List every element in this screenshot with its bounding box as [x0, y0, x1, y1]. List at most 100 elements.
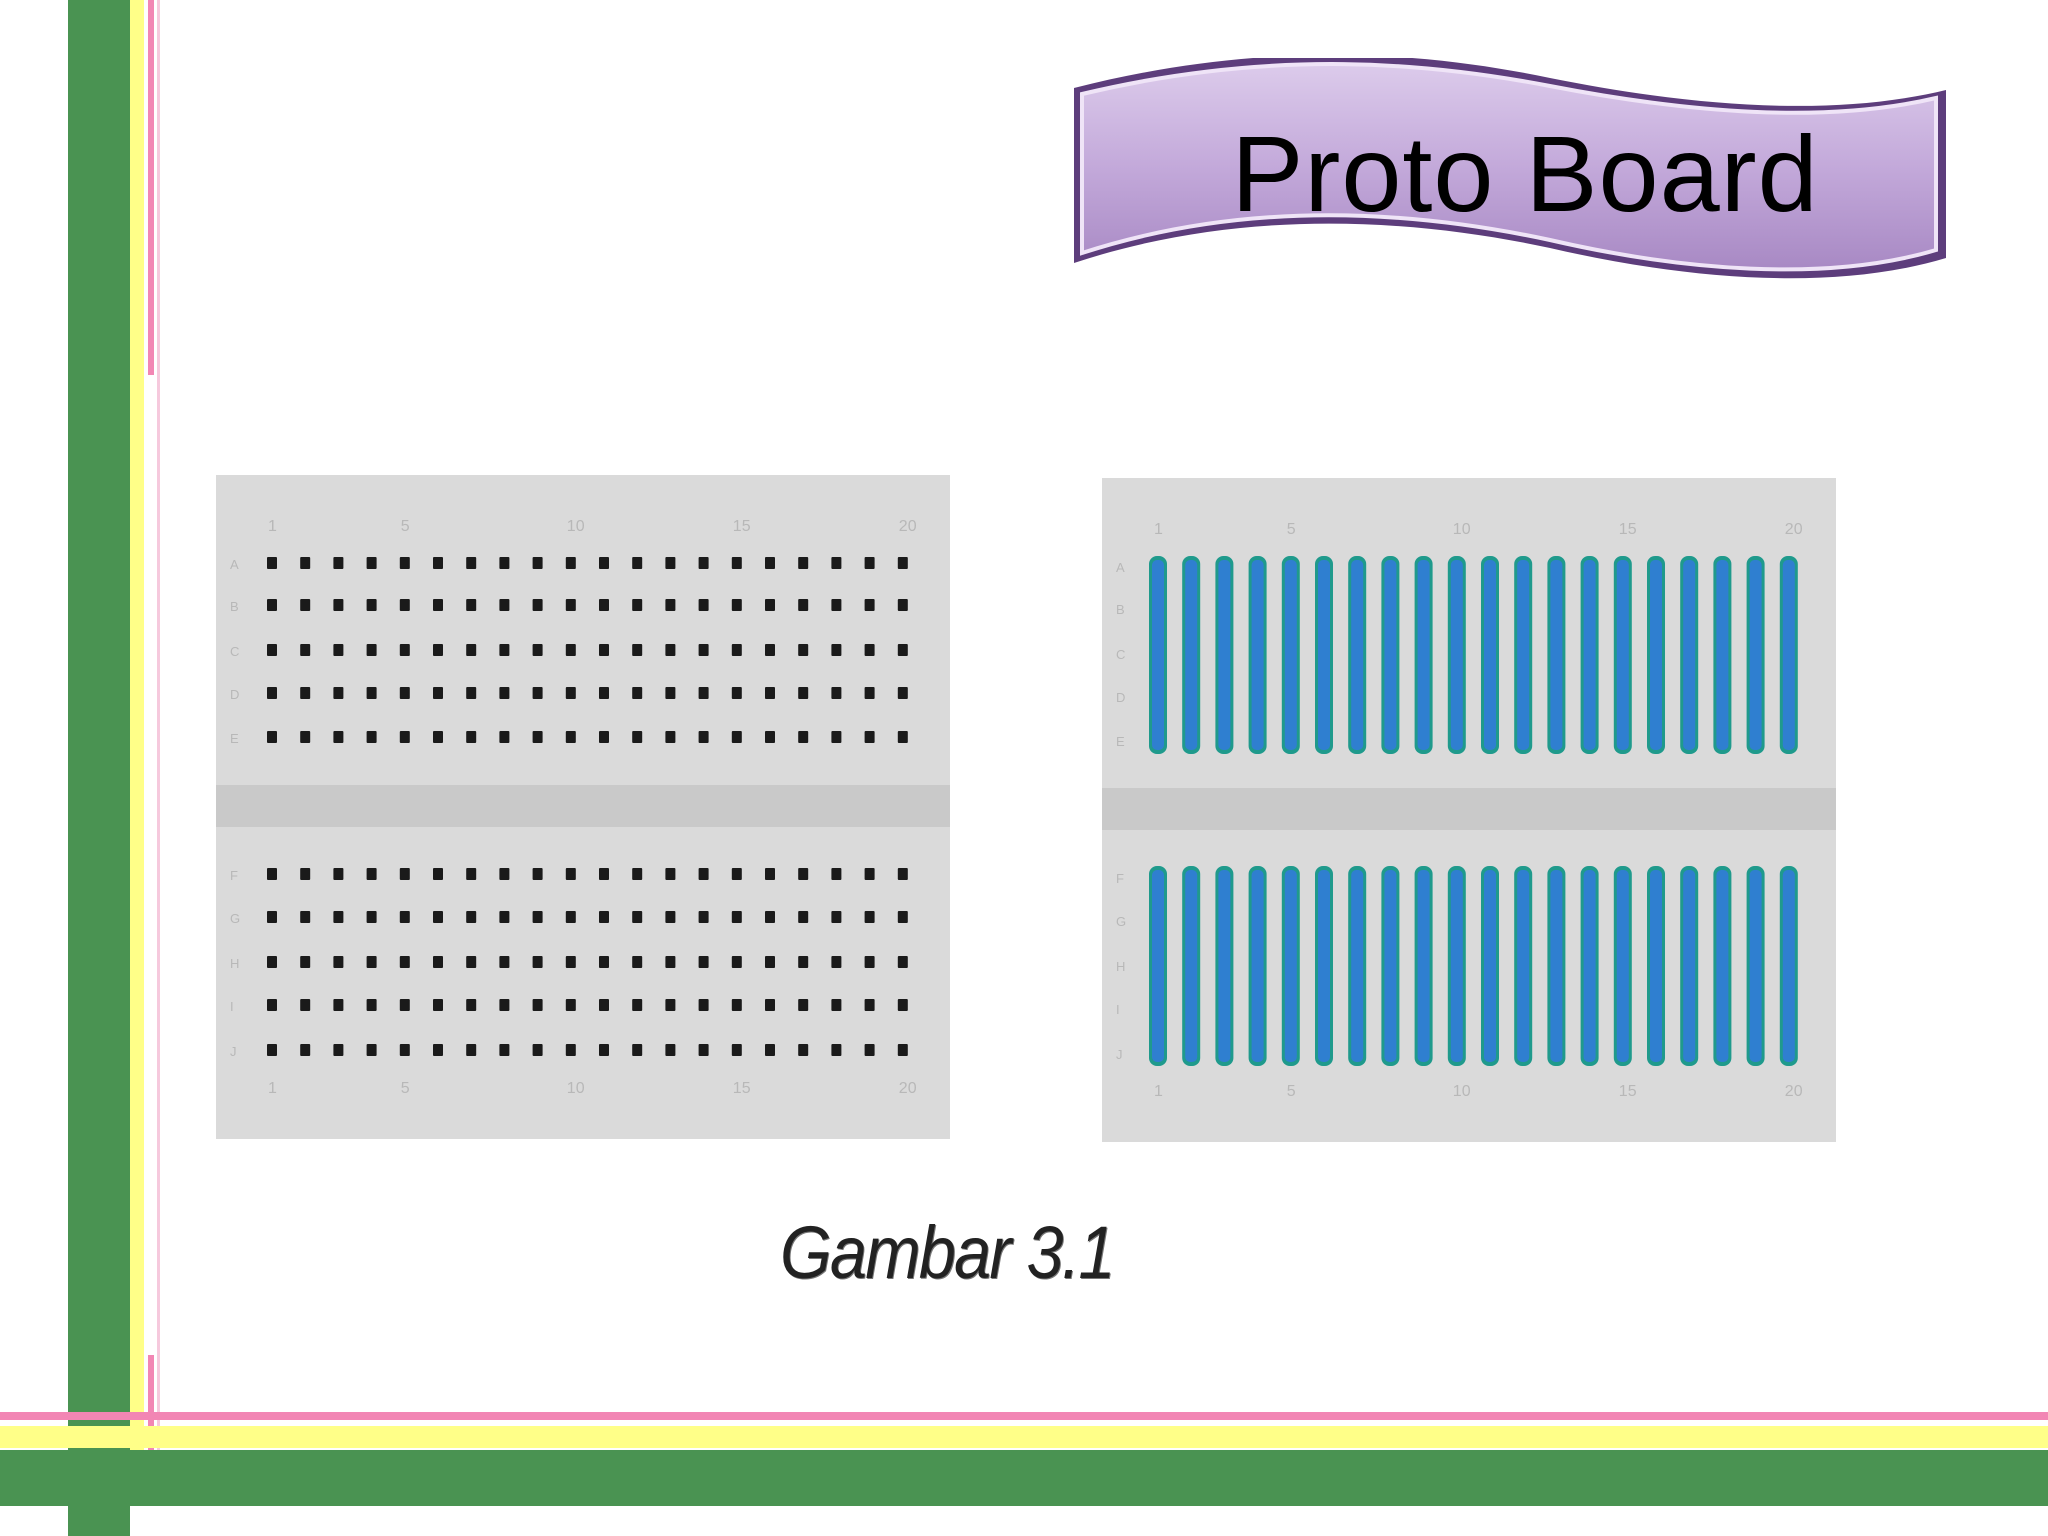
connection-strip [1318, 870, 1330, 1062]
breadboard-hole [399, 956, 410, 968]
breadboard-hole [698, 687, 709, 699]
breadboard-hole [532, 644, 543, 656]
breadboard-hole [565, 1044, 576, 1056]
breadboard-hole [300, 911, 311, 923]
breadboard-hole [831, 911, 842, 923]
breadboard-hole [632, 644, 643, 656]
breadboard-hole [532, 557, 543, 569]
breadboard-hole [831, 687, 842, 699]
breadboard-hole [665, 731, 676, 743]
frame-left-line [157, 0, 160, 1536]
connection-strip [1284, 560, 1297, 750]
breadboard-hole [731, 599, 742, 611]
breadboard-hole [665, 1044, 676, 1056]
breadboard-hole [300, 956, 311, 968]
breadboard-hole [831, 599, 842, 611]
breadboard-hole [366, 599, 377, 611]
connection-strip [1550, 870, 1563, 1062]
breadboard-hole [565, 644, 576, 656]
breadboard-hole [499, 687, 510, 699]
breadboard-hole [831, 956, 842, 968]
breadboard-hole [864, 557, 875, 569]
column-label-top: 1 [1154, 521, 1163, 538]
breadboard-hole [300, 557, 311, 569]
breadboard-hole [765, 644, 775, 656]
column-label-bottom: 20 [1785, 1083, 1803, 1100]
breadboard-hole [267, 1044, 277, 1056]
column-label-bottom: 10 [1453, 1083, 1471, 1100]
breadboard-hole [698, 599, 709, 611]
breadboard-hole [731, 1044, 742, 1056]
connection-strip [1484, 560, 1496, 750]
breadboard-hole [897, 557, 908, 569]
breadboard-hole [399, 999, 410, 1011]
column-label-top: 20 [899, 518, 917, 535]
connection-strip [1650, 870, 1662, 1062]
breadboard-hole [300, 731, 311, 743]
breadboard-hole [300, 644, 311, 656]
row-label: J [230, 1044, 237, 1059]
connection-strip [1152, 560, 1164, 750]
breadboard-hole [665, 999, 676, 1011]
breadboard-hole [433, 911, 443, 923]
breadboard-hole [466, 557, 477, 569]
connection-strip [1218, 560, 1231, 750]
connection-strip [1417, 870, 1430, 1062]
breadboard-hole [798, 599, 809, 611]
breadboard-hole [466, 731, 477, 743]
row-label: B [230, 599, 239, 614]
breadboard-hole [599, 557, 609, 569]
row-label: G [230, 911, 240, 926]
breadboard-hole [267, 956, 277, 968]
column-label-top: 15 [733, 518, 751, 535]
column-label-top: 10 [567, 518, 585, 535]
breadboard-hole [798, 956, 809, 968]
breadboard-hole [599, 911, 609, 923]
breadboard-hole [433, 999, 443, 1011]
breadboard-hole [831, 557, 842, 569]
breadboard-hole [897, 1044, 908, 1056]
breadboard-hole [632, 599, 643, 611]
breadboard-hole [698, 731, 709, 743]
breadboard-hole [267, 999, 277, 1011]
breadboard-hole [864, 956, 875, 968]
breadboard-hole [565, 731, 576, 743]
connection-strip [1716, 870, 1729, 1062]
breadboard-hole [532, 599, 543, 611]
breadboard-hole [599, 687, 609, 699]
connection-strip [1251, 560, 1264, 750]
breadboard-hole [366, 1044, 377, 1056]
breadboard-hole [864, 911, 875, 923]
breadboard-hole [665, 599, 676, 611]
breadboard-hole [267, 599, 277, 611]
breadboard-hole [897, 911, 908, 923]
breadboard-hole [532, 731, 543, 743]
breadboard-hole [864, 1044, 875, 1056]
breadboard-hole [333, 911, 344, 923]
breadboard-hole [831, 999, 842, 1011]
breadboard-hole [632, 687, 643, 699]
connection-strip [1583, 560, 1596, 750]
breadboard-hole [665, 557, 676, 569]
row-label: H [1116, 959, 1125, 974]
breadboard-hole [897, 687, 908, 699]
breadboard-hole [399, 868, 410, 880]
row-label: C [1116, 647, 1125, 662]
breadboard-hole [399, 731, 410, 743]
breadboard-hole [433, 557, 443, 569]
connection-strip [1650, 560, 1662, 750]
breadboard-hole [433, 868, 443, 880]
breadboard-hole [765, 599, 775, 611]
breadboard-hole [765, 731, 775, 743]
breadboard-hole [864, 599, 875, 611]
banner-ribbon-shape [1074, 58, 1946, 279]
breadboard-hole [599, 644, 609, 656]
breadboard-hole [798, 731, 809, 743]
breadboard-hole [565, 557, 576, 569]
column-label-bottom: 15 [1619, 1083, 1637, 1100]
breadboard-hole [333, 999, 344, 1011]
breadboard-hole [333, 599, 344, 611]
board-center-channel [1102, 788, 1836, 830]
